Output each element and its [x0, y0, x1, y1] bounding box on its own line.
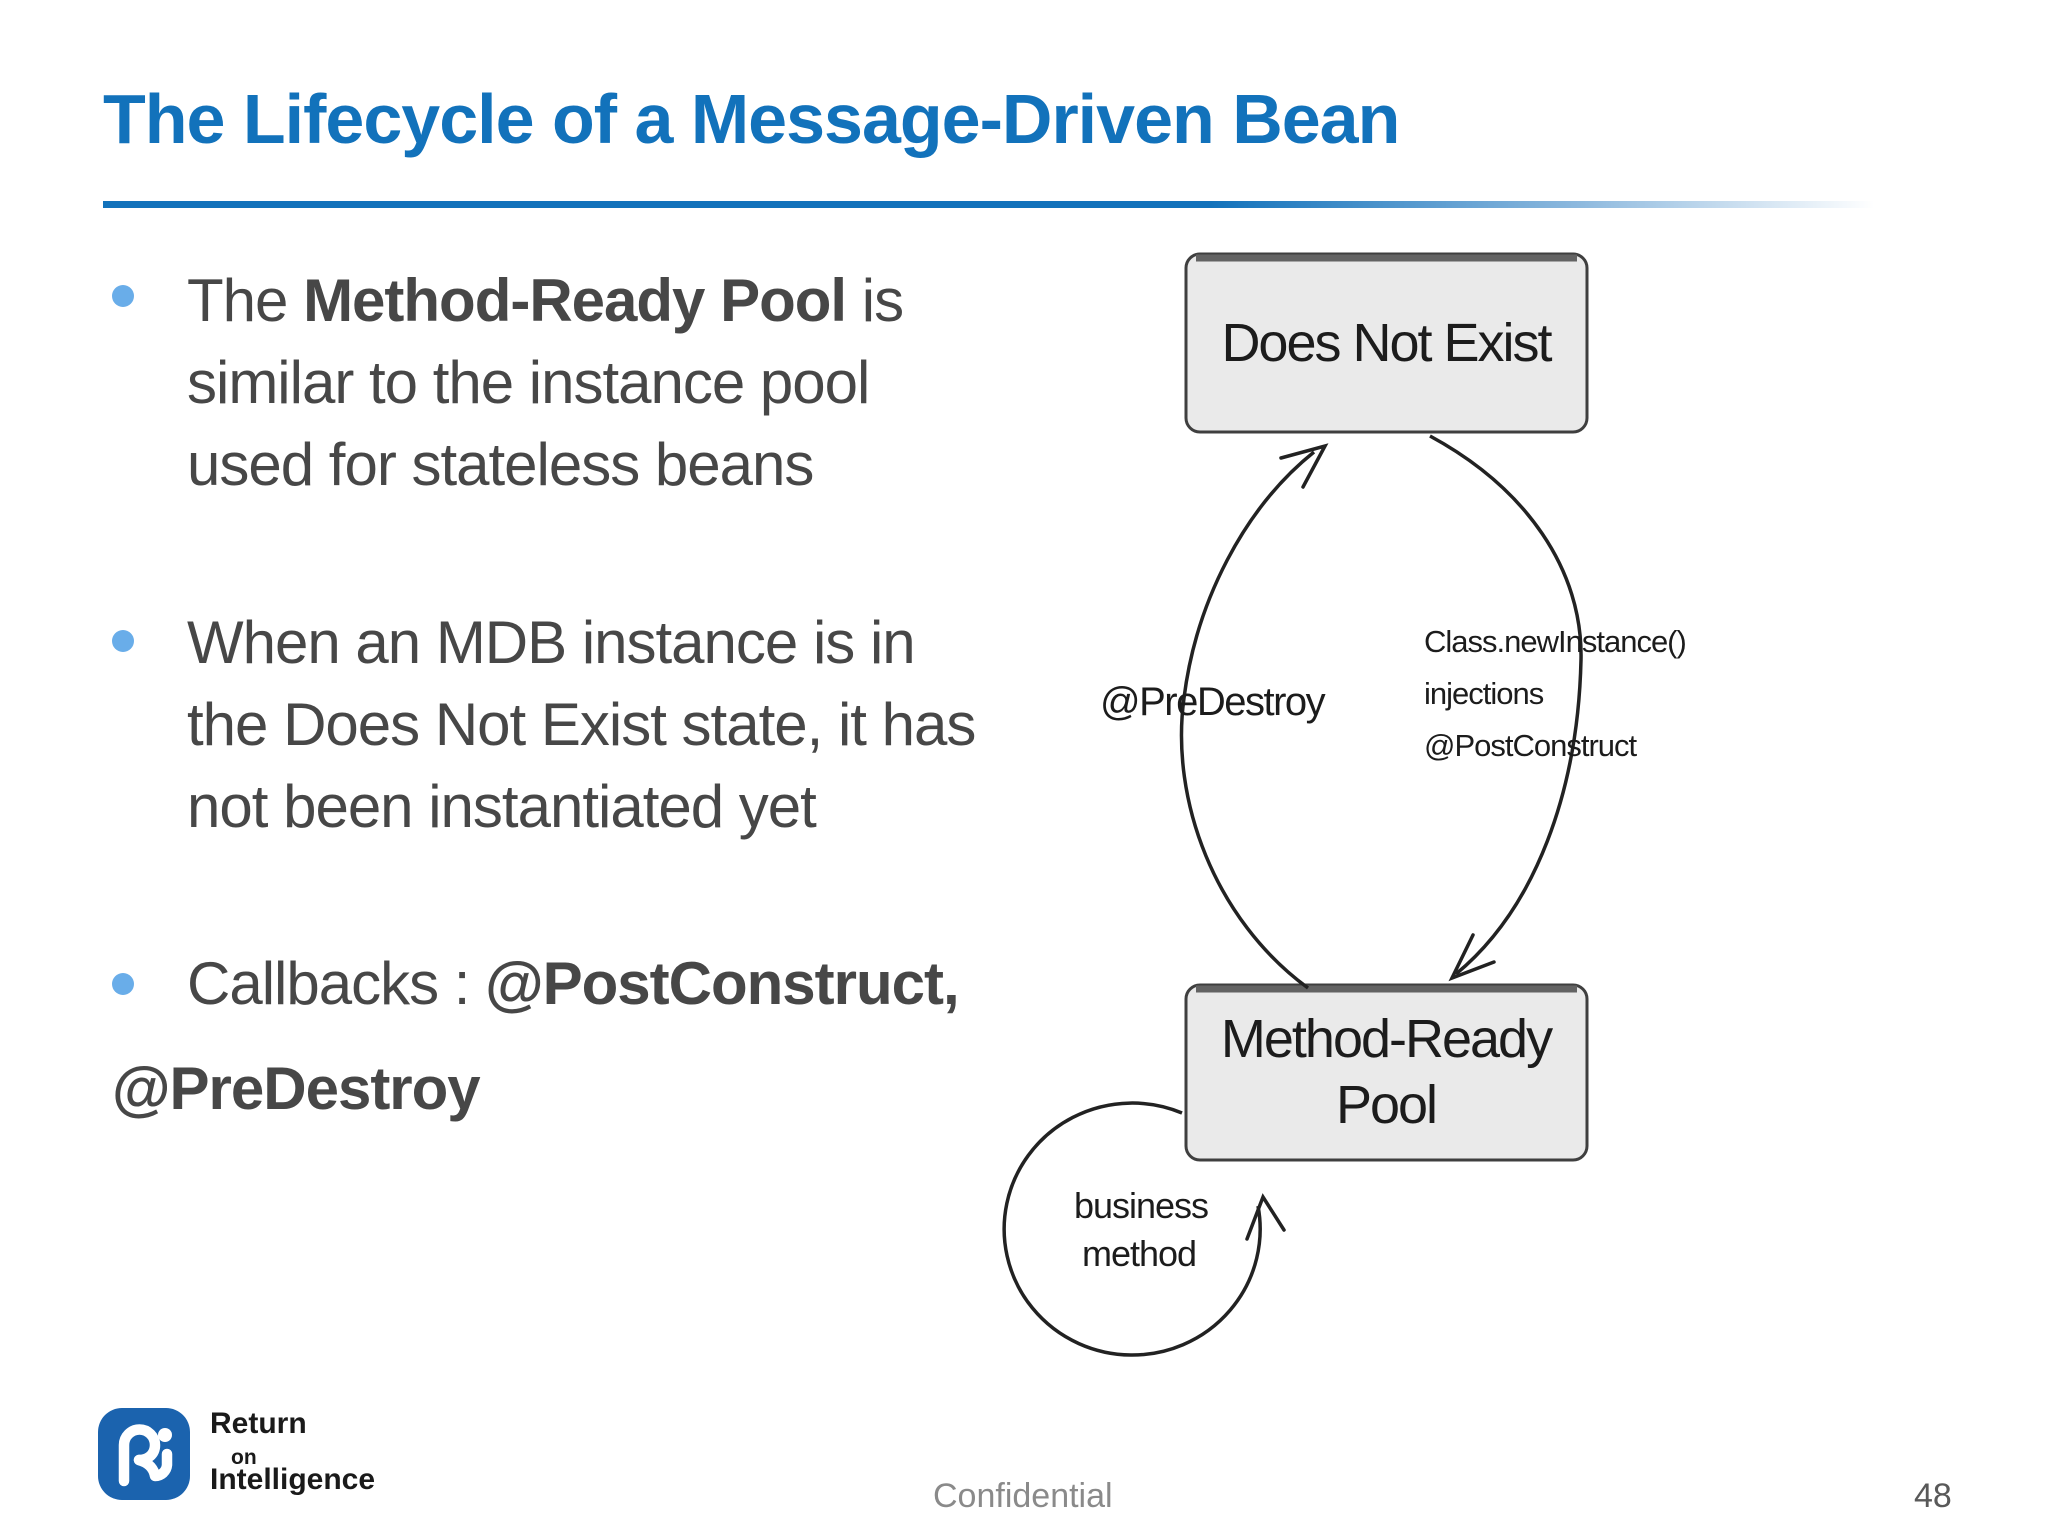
confidential-label: Confidential — [933, 1477, 1113, 1515]
business-method-loop-arrow — [1002, 1101, 1262, 1357]
state-label-method-ready: Method-Ready — [1221, 1009, 1553, 1069]
arrow-postconstruct — [1429, 434, 1583, 976]
edge-label-predestroy: @PreDestroy — [1100, 680, 1326, 724]
lifecycle-diagram: Does Not Exist Method-Ready Pool @PreDes… — [1002, 252, 1687, 1357]
page-number: 48 — [1914, 1477, 1952, 1515]
bullet-line: the Does Not Exist state, it has — [187, 691, 976, 758]
state-box — [1184, 983, 1589, 1162]
bullet-item-callbacks: Callbacks : @PostConstruct, — [187, 943, 960, 1025]
bullet-item-mdb-instance: When an MDB instance is in the Does Not … — [187, 602, 976, 848]
bullet-line: When an MDB instance is in — [187, 609, 916, 676]
logo-mark — [118, 1424, 173, 1487]
bullet-dot-icon — [112, 973, 134, 995]
bullet-dot-icon — [112, 285, 134, 307]
arrowhead-icon — [1448, 933, 1496, 982]
arrowhead-icon — [1279, 443, 1329, 489]
bullet-dot-icon — [112, 630, 134, 652]
state-label-pool: Pool — [1336, 1075, 1436, 1135]
bullet-item-method-ready-pool: The Method-Ready Pool is similar to the … — [187, 260, 904, 506]
state-box — [1184, 252, 1589, 434]
arrowhead-icon — [1245, 1193, 1286, 1241]
state-label-does-not-exist: Does Not Exist — [1221, 313, 1552, 373]
state-box-does-not-exist: Does Not Exist — [1184, 252, 1589, 434]
edge-label-injections: injections — [1424, 676, 1544, 711]
state-box-method-ready-pool: Method-Ready Pool — [1184, 983, 1589, 1162]
bullet-line: @PreDestroy — [112, 1055, 481, 1122]
edge-label-postconstruct: @PostConstruct — [1424, 728, 1638, 763]
bullet-line: similar to the instance pool — [187, 349, 870, 416]
title-underline — [103, 201, 1948, 208]
bullet-line: used for stateless beans — [187, 431, 814, 498]
bullet-line-predestroy: @PreDestroy — [112, 1048, 481, 1130]
edge-label-newinstance: Class.newInstance() — [1424, 624, 1686, 659]
loop-label-method: method — [1082, 1233, 1196, 1274]
logo-text-intelligence: Intelligence — [210, 1463, 376, 1496]
logo-text-on: on — [231, 1446, 257, 1469]
page-title: The Lifecycle of a Message-Driven Bean — [103, 80, 1400, 158]
logo-dot — [158, 1428, 172, 1442]
company-logo-icon — [98, 1408, 190, 1500]
arrow-predestroy — [1179, 450, 1316, 990]
loop-label-business: business — [1074, 1185, 1208, 1226]
logo-text-return: Return — [210, 1407, 307, 1440]
bullet-line: The Method-Ready Pool is — [187, 267, 904, 334]
bullet-line: Callbacks : @PostConstruct, — [187, 950, 960, 1017]
bullet-line: not been instantiated yet — [187, 773, 817, 840]
